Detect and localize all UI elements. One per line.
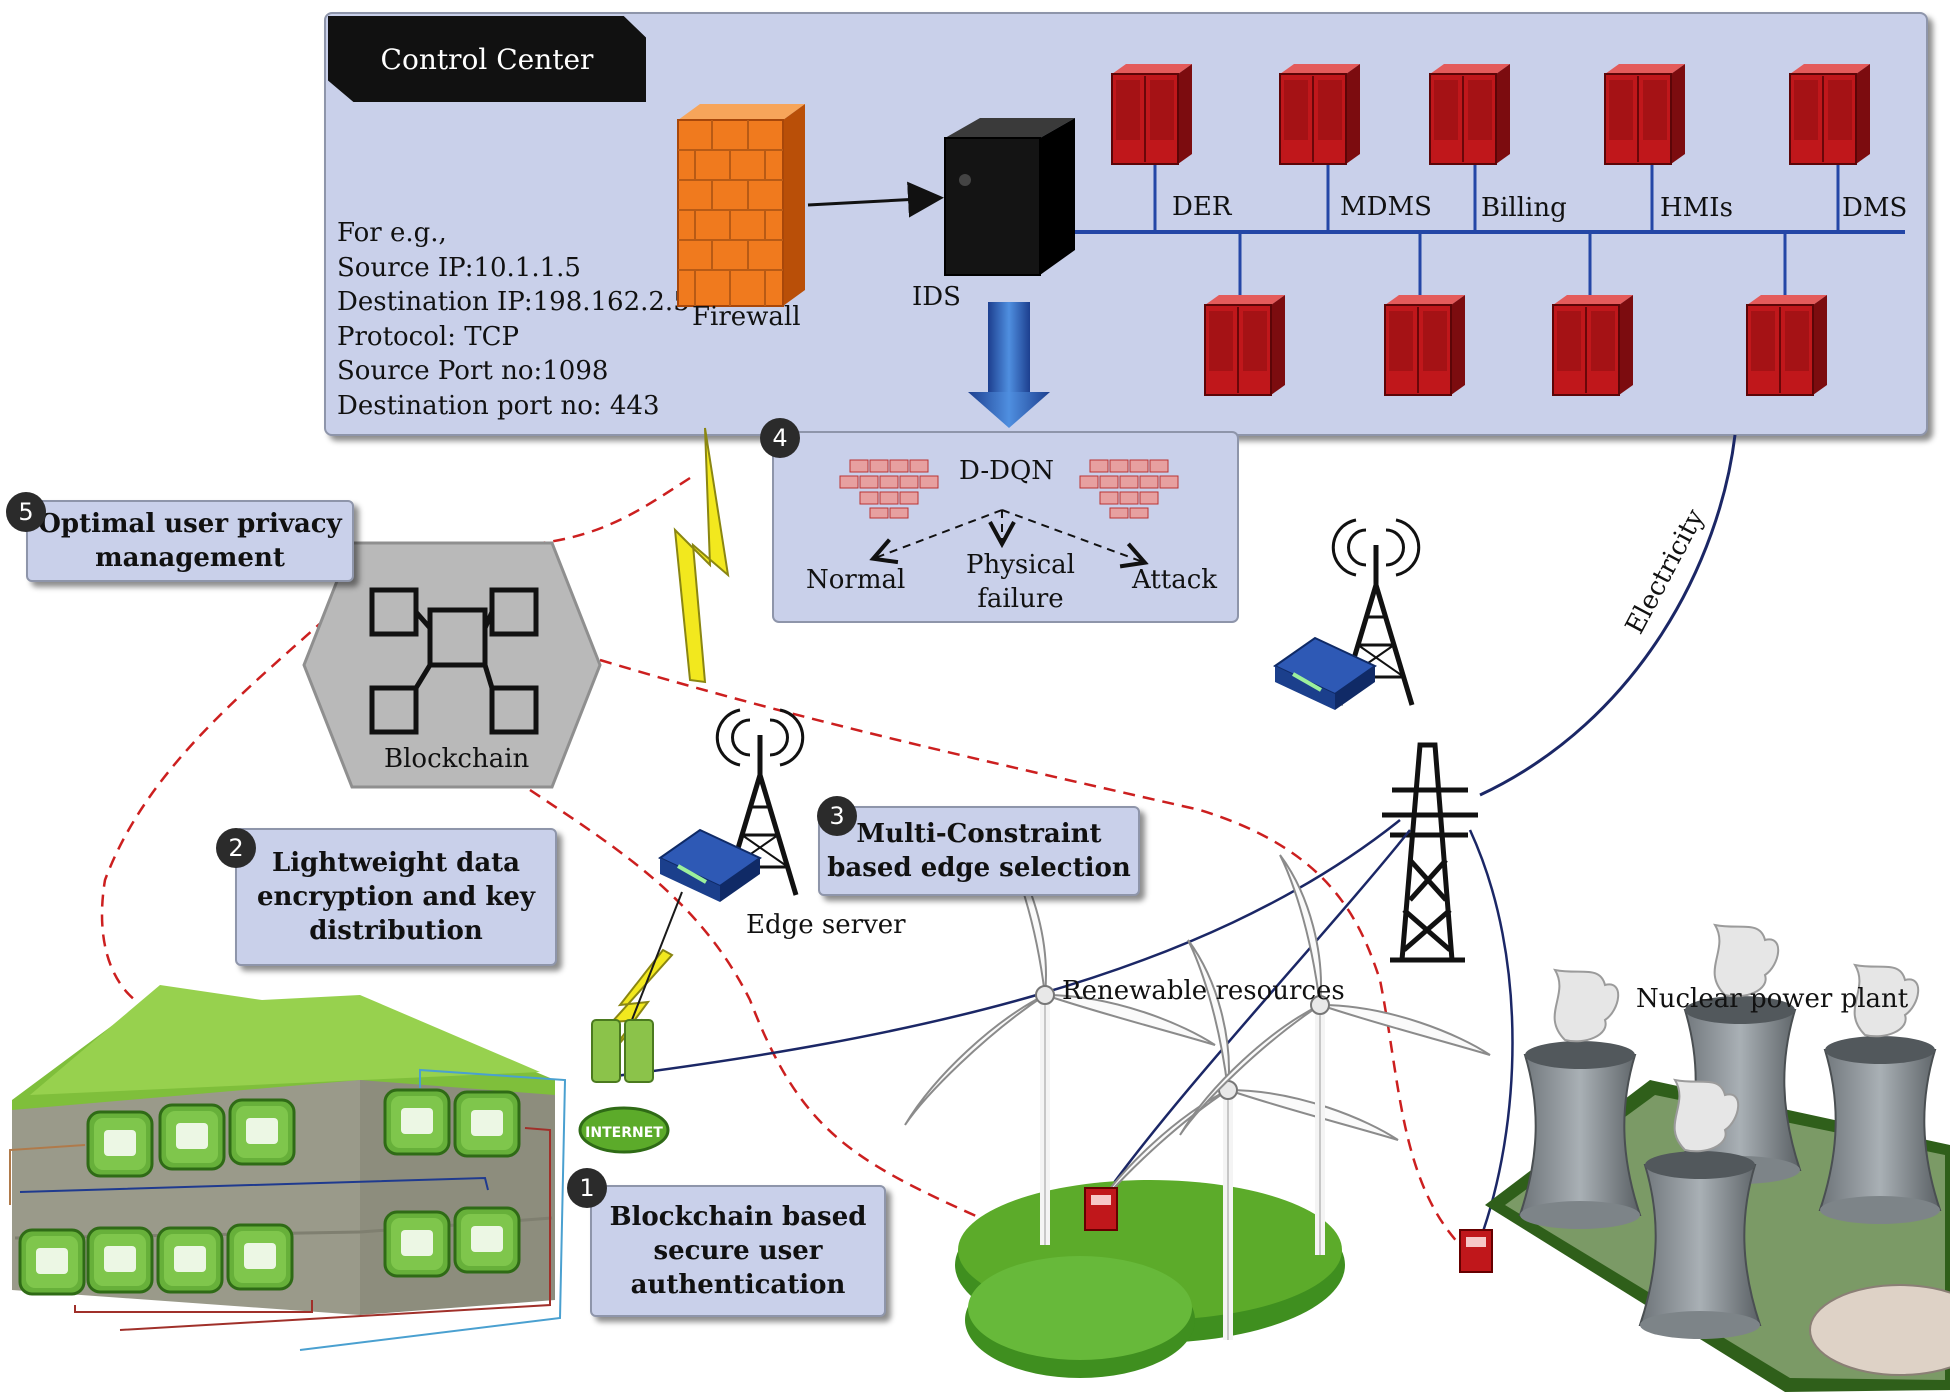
smart-home-icon	[9, 985, 567, 1351]
step2-box: Lightweight data encryption and key dist…	[235, 828, 557, 966]
router-icon	[1273, 636, 1377, 712]
nuclear-plant-icon	[1459, 924, 1950, 1392]
step2-line3: distribution	[309, 916, 483, 946]
mdms-label: MDMS	[1340, 192, 1432, 222]
down-arrow-icon	[968, 302, 1050, 428]
step2-badge: 2	[216, 828, 256, 868]
firewall-icon	[677, 104, 805, 307]
electricity-line	[1479, 434, 1737, 797]
step3-box: Multi-Constraint based edge selection	[818, 806, 1140, 896]
server-hmis-icon	[1604, 63, 1686, 165]
step4-badge: 4	[760, 418, 800, 458]
ddqn-network-icon	[1079, 459, 1179, 519]
renewable-label: Renewable resources	[1062, 976, 1345, 1006]
server-icon	[1204, 294, 1286, 396]
server-icon	[1746, 294, 1828, 396]
step2-line1: Lightweight data	[271, 848, 521, 878]
example-line: Protocol: TCP	[337, 321, 519, 352]
ddqn-output-normal: Normal	[806, 565, 906, 595]
step2-line2: encryption and key	[256, 882, 536, 912]
ddqn-output-physical-failure: Physical failure	[966, 548, 1075, 616]
example-line: Source Port no:1098	[337, 356, 609, 386]
hmis-label: HMIs	[1660, 193, 1733, 223]
control-center-title: Control Center	[328, 16, 646, 102]
edge-router-icon	[658, 828, 762, 904]
dms-label: DMS	[1842, 193, 1908, 223]
example-line: Destination IP:198.162.2.5	[337, 287, 690, 317]
step5-line2: management	[95, 543, 285, 573]
failure-line: failure	[977, 584, 1064, 614]
der-label: DER	[1172, 192, 1232, 222]
server-mdms-icon	[1279, 63, 1361, 165]
server-billing-icon	[1429, 63, 1511, 165]
server-der-icon	[1111, 63, 1193, 165]
example-line: Source IP:10.1.1.5	[337, 252, 581, 283]
blockchain-label: Blockchain	[384, 744, 530, 774]
ids-server-icon	[944, 118, 1075, 276]
lightning-icon	[673, 427, 730, 684]
billing-label: Billing	[1481, 193, 1567, 223]
ddqn-output-attack: Attack	[1132, 565, 1218, 595]
step3-line1: Multi-Constraint	[856, 819, 1102, 849]
internet-label: INTERNET	[585, 1125, 663, 1141]
step1-line2: secure user	[653, 1236, 823, 1266]
step5-badge: 5	[6, 492, 46, 532]
server-icon	[1384, 294, 1466, 396]
step3-badge: 3	[817, 796, 857, 836]
edge-server-label: Edge server	[746, 910, 906, 940]
physical-line: Physical	[966, 550, 1075, 580]
ddqn-title: D-DQN	[959, 456, 1055, 486]
ddqn-output-arrows	[875, 509, 1143, 562]
nuclear-label: Nuclear power plant	[1636, 984, 1909, 1014]
transmission-tower-icon	[1382, 742, 1478, 963]
renewable-island	[955, 1180, 1345, 1378]
server-icon	[1552, 294, 1634, 396]
gateway-device-icon	[591, 1019, 654, 1083]
internet-icon	[578, 1106, 670, 1154]
step1-badge: 1	[567, 1168, 607, 1208]
packet-example: For e.g., Source IP:10.1.1.5 Destination…	[337, 216, 690, 423]
ids-label: IDS	[912, 282, 961, 312]
ddqn-network-icon	[839, 459, 939, 519]
step1-box: Blockchain based secure user authenticat…	[590, 1185, 886, 1317]
step1-line1: Blockchain based	[609, 1202, 867, 1232]
example-line: For e.g.,	[337, 218, 447, 248]
blockchain-icon	[302, 541, 602, 789]
blockchain-links	[100, 476, 1461, 1246]
firewall-label: Firewall	[692, 302, 801, 332]
example-line: Destination port no: 443	[337, 390, 660, 421]
step5-box: Optimal user privacy management	[26, 500, 354, 582]
step3-line2: based edge selection	[827, 853, 1131, 883]
step5-line1: Optimal user privacy	[38, 509, 342, 539]
smart-meter-icon	[1084, 1187, 1118, 1231]
server-dms-icon	[1789, 63, 1871, 165]
smart-meter-icon	[1459, 1229, 1493, 1273]
step1-line3: authentication	[630, 1270, 846, 1300]
